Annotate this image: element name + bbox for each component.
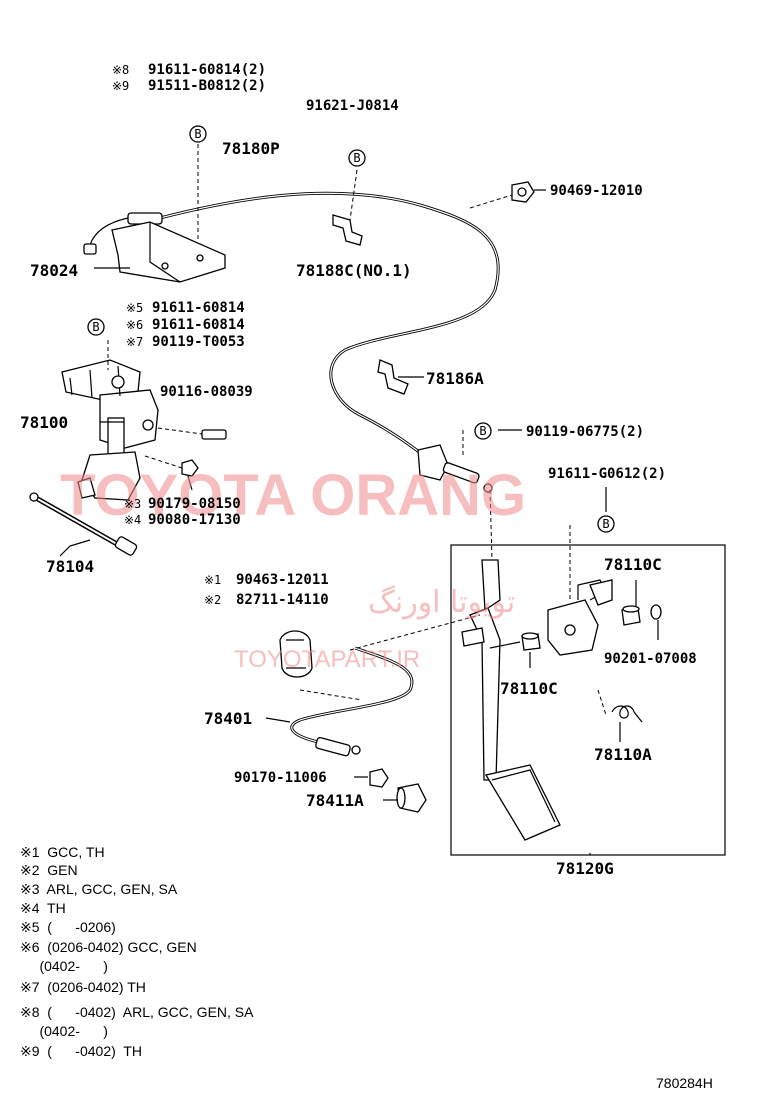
watermark-site: TOYOTAPART.IR <box>234 646 420 673</box>
label-91611-60814-b: 91611-60814 <box>152 317 245 333</box>
footnote-8: ※8 ( -0402) ARL, GCC, GEN, SA <box>20 1004 254 1020</box>
label-90170-11006: 90170-11006 <box>234 770 327 786</box>
bushing-78110c-lower <box>489 632 541 651</box>
label-91611-g0612-2: 91611-G0612(2) <box>548 466 666 482</box>
label-90179-08150: 90179-08150 <box>148 496 241 512</box>
svg-text:B: B <box>92 320 99 334</box>
marker-8-top: ※8 <box>112 63 129 77</box>
label-90469-12010: 90469-12010 <box>550 183 643 199</box>
watermark-arabic: تویوتا اورنگ <box>368 585 515 620</box>
label-90201-07008: 90201-07008 <box>604 651 697 667</box>
footnote-6: ※6 (0206-0402) GCC, GEN <box>20 939 197 955</box>
label-90463-12011: 90463-12011 <box>236 572 329 588</box>
bolt-marker-5: B <box>597 515 615 533</box>
marker-2: ※2 <box>204 593 221 607</box>
rod-78104 <box>29 492 138 556</box>
footnote-6-cont: (0402- ) <box>20 958 108 974</box>
footnote-8-cont: (0402- ) <box>20 1023 108 1039</box>
clip-78186a <box>377 359 409 395</box>
bolt-marker-2: B <box>348 149 366 167</box>
throttle-assembly-78100 <box>61 359 159 501</box>
knob-78411a <box>396 783 427 813</box>
label-90116-08039: 90116-08039 <box>160 384 253 400</box>
watermark-main: TOYOTA ORANG <box>60 463 526 528</box>
stud-90116 <box>157 427 227 440</box>
bolt-marker-4: B <box>474 422 492 440</box>
footnote-2: ※2 GEN <box>20 862 78 878</box>
cable-78401 <box>290 646 414 757</box>
pedal-bracket-assembly <box>547 579 613 656</box>
label-91511-b0812-2: 91511-B0812(2) <box>148 78 266 94</box>
label-78024: 78024 <box>30 261 78 280</box>
label-78104: 78104 <box>46 557 94 576</box>
marker-7: ※7 <box>126 335 143 349</box>
label-78110c-upper: 78110C <box>604 555 662 574</box>
footnotes: ※1 GCC, TH ※2 GEN ※3 ARL, GCC, GEN, SA ※… <box>20 844 254 1059</box>
label-78411a: 78411A <box>306 791 364 810</box>
footnote-7: ※7 (0206-0402) TH <box>20 979 146 995</box>
marker-3: ※3 <box>124 497 141 511</box>
washer-90201 <box>650 604 662 620</box>
label-91611-60814-a: 91611-60814 <box>152 300 245 316</box>
footnote-9: ※9 ( -0402) TH <box>20 1043 142 1059</box>
diagram-code: 780284H <box>656 1075 713 1091</box>
label-82711-14110: 82711-14110 <box>236 592 329 608</box>
footnote-4: ※4 TH <box>20 900 66 916</box>
label-78180p: 78180P <box>222 139 280 158</box>
pedal-assembly-frame <box>450 544 726 856</box>
bracket-78024 <box>111 221 226 283</box>
accelerator-cable-78180p <box>83 191 500 462</box>
clip-78188c <box>332 214 363 246</box>
svg-text:B: B <box>353 151 360 165</box>
marker-4: ※4 <box>124 513 141 527</box>
label-78110c-lower: 78110C <box>500 679 558 698</box>
clamp-90463 <box>279 630 313 678</box>
svg-text:B: B <box>194 127 201 141</box>
bushing-78110c-upper <box>621 605 641 626</box>
marker-9-top: ※9 <box>112 79 129 93</box>
bolt-marker-3: B <box>87 318 105 336</box>
footnote-3: ※3 ARL, GCC, GEN, SA <box>20 881 178 897</box>
footnote-5: ※5 ( -0206) <box>20 919 116 935</box>
label-91611-60814-2: 91611-60814(2) <box>148 62 266 78</box>
label-78401: 78401 <box>204 709 252 728</box>
label-78120g: 78120G <box>556 859 614 878</box>
nut-90170 <box>369 768 389 788</box>
marker-5: ※5 <box>126 301 143 315</box>
label-90119-t0053: 90119-T0053 <box>152 334 245 350</box>
label-90119-06775-2: 90119-06775(2) <box>526 424 644 440</box>
label-90080-17130: 90080-17130 <box>148 512 241 528</box>
grommet-90469 <box>511 181 535 203</box>
bolt-marker-1: B <box>189 125 207 143</box>
label-78100: 78100 <box>20 413 68 432</box>
svg-text:B: B <box>602 517 609 531</box>
pedal-78120g <box>461 559 561 841</box>
label-78186a: 78186A <box>426 369 484 388</box>
label-78110a: 78110A <box>594 745 652 764</box>
nut-90179 <box>144 455 199 477</box>
label-91621-j0814: 91621-J0814 <box>306 98 399 114</box>
svg-text:B: B <box>479 424 486 438</box>
spring-78110a <box>611 705 643 723</box>
label-78188c: 78188C(NO.1) <box>296 261 412 280</box>
marker-1: ※1 <box>204 573 221 587</box>
footnote-1: ※1 GCC, TH <box>20 844 105 860</box>
marker-6: ※6 <box>126 318 143 332</box>
